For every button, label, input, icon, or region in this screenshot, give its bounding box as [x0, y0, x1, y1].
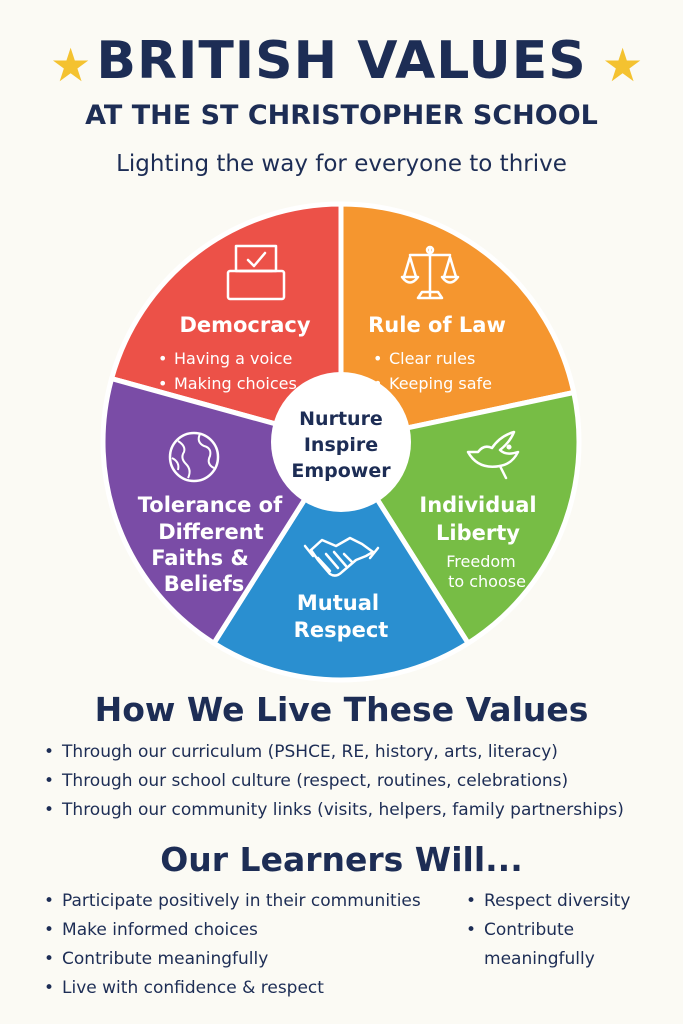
handshake-icon: [303, 536, 380, 577]
respect-title: Respect: [294, 618, 389, 642]
list-item: Live with confidence & respect: [44, 974, 421, 1003]
list-item: Respect diversity: [466, 887, 630, 916]
rule-of-law-point: Keeping safe: [389, 374, 492, 393]
page-title: BRITISH VALUES: [96, 31, 587, 91]
globe-icon: [168, 431, 220, 483]
list-item: Contribute: [466, 916, 630, 945]
learners-heading: Our Learners Will...: [160, 840, 523, 879]
list-item: Through our school culture (respect, rou…: [44, 767, 624, 796]
svg-text:•: •: [158, 349, 167, 368]
dove-icon: [466, 430, 520, 480]
tolerance-title: Tolerance of: [138, 493, 283, 517]
values-wheel: Nurture Inspire Empower Democracy • Havi…: [100, 201, 582, 683]
list-item-continuation: meaningfully: [484, 949, 595, 969]
list-item: Contribute meaningfully: [44, 945, 421, 974]
tolerance-title: Faiths &: [151, 546, 249, 570]
center-line: Nurture: [299, 408, 383, 430]
center-line: Inspire: [304, 434, 378, 456]
how-we-live-list: Through our curriculum (PSHCE, RE, histo…: [44, 738, 624, 825]
star-icon: ★: [602, 38, 644, 92]
liberty-desc: Freedom: [446, 552, 515, 571]
scales-icon: [400, 245, 460, 300]
learners-list-left: Participate positively in their communit…: [44, 887, 421, 1003]
svg-text:•: •: [158, 374, 167, 393]
star-icon: ★: [50, 38, 92, 92]
how-we-live-heading: How We Live These Values: [94, 690, 589, 729]
center-line: Empower: [291, 460, 391, 482]
list-item: Through our community links (visits, hel…: [44, 796, 624, 825]
svg-text:•: •: [373, 349, 382, 368]
tolerance-title: Different: [158, 520, 263, 544]
list-item: Participate positively in their communit…: [44, 887, 421, 916]
liberty-desc: to choose: [448, 572, 526, 591]
democracy-point: Making choices: [174, 374, 297, 393]
tolerance-title: Beliefs: [164, 572, 245, 596]
list-item: Through our curriculum (PSHCE, RE, histo…: [44, 738, 624, 767]
liberty-title: Liberty: [436, 521, 520, 545]
learners-list-right: Respect diversity Contribute meaningfull…: [466, 887, 630, 974]
tagline: Lighting the way for everyone to thrive: [116, 151, 567, 177]
list-item: Make informed choices: [44, 916, 421, 945]
page-subtitle: AT THE ST CHRISTOPHER SCHOOL: [85, 100, 598, 131]
democracy-point: Having a voice: [174, 349, 292, 368]
democracy-segment: [109, 201, 344, 445]
rule-of-law-segment: [338, 201, 577, 445]
center-circle: [271, 372, 411, 512]
democracy-title: Democracy: [179, 313, 310, 337]
ballot-box-icon: [226, 244, 286, 301]
svg-text:•: •: [373, 374, 382, 393]
liberty-title: Individual: [419, 493, 536, 517]
respect-title: Mutual: [297, 591, 379, 615]
rule-of-law-point: Clear rules: [389, 349, 475, 368]
rule-of-law-title: Rule of Law: [368, 313, 506, 337]
